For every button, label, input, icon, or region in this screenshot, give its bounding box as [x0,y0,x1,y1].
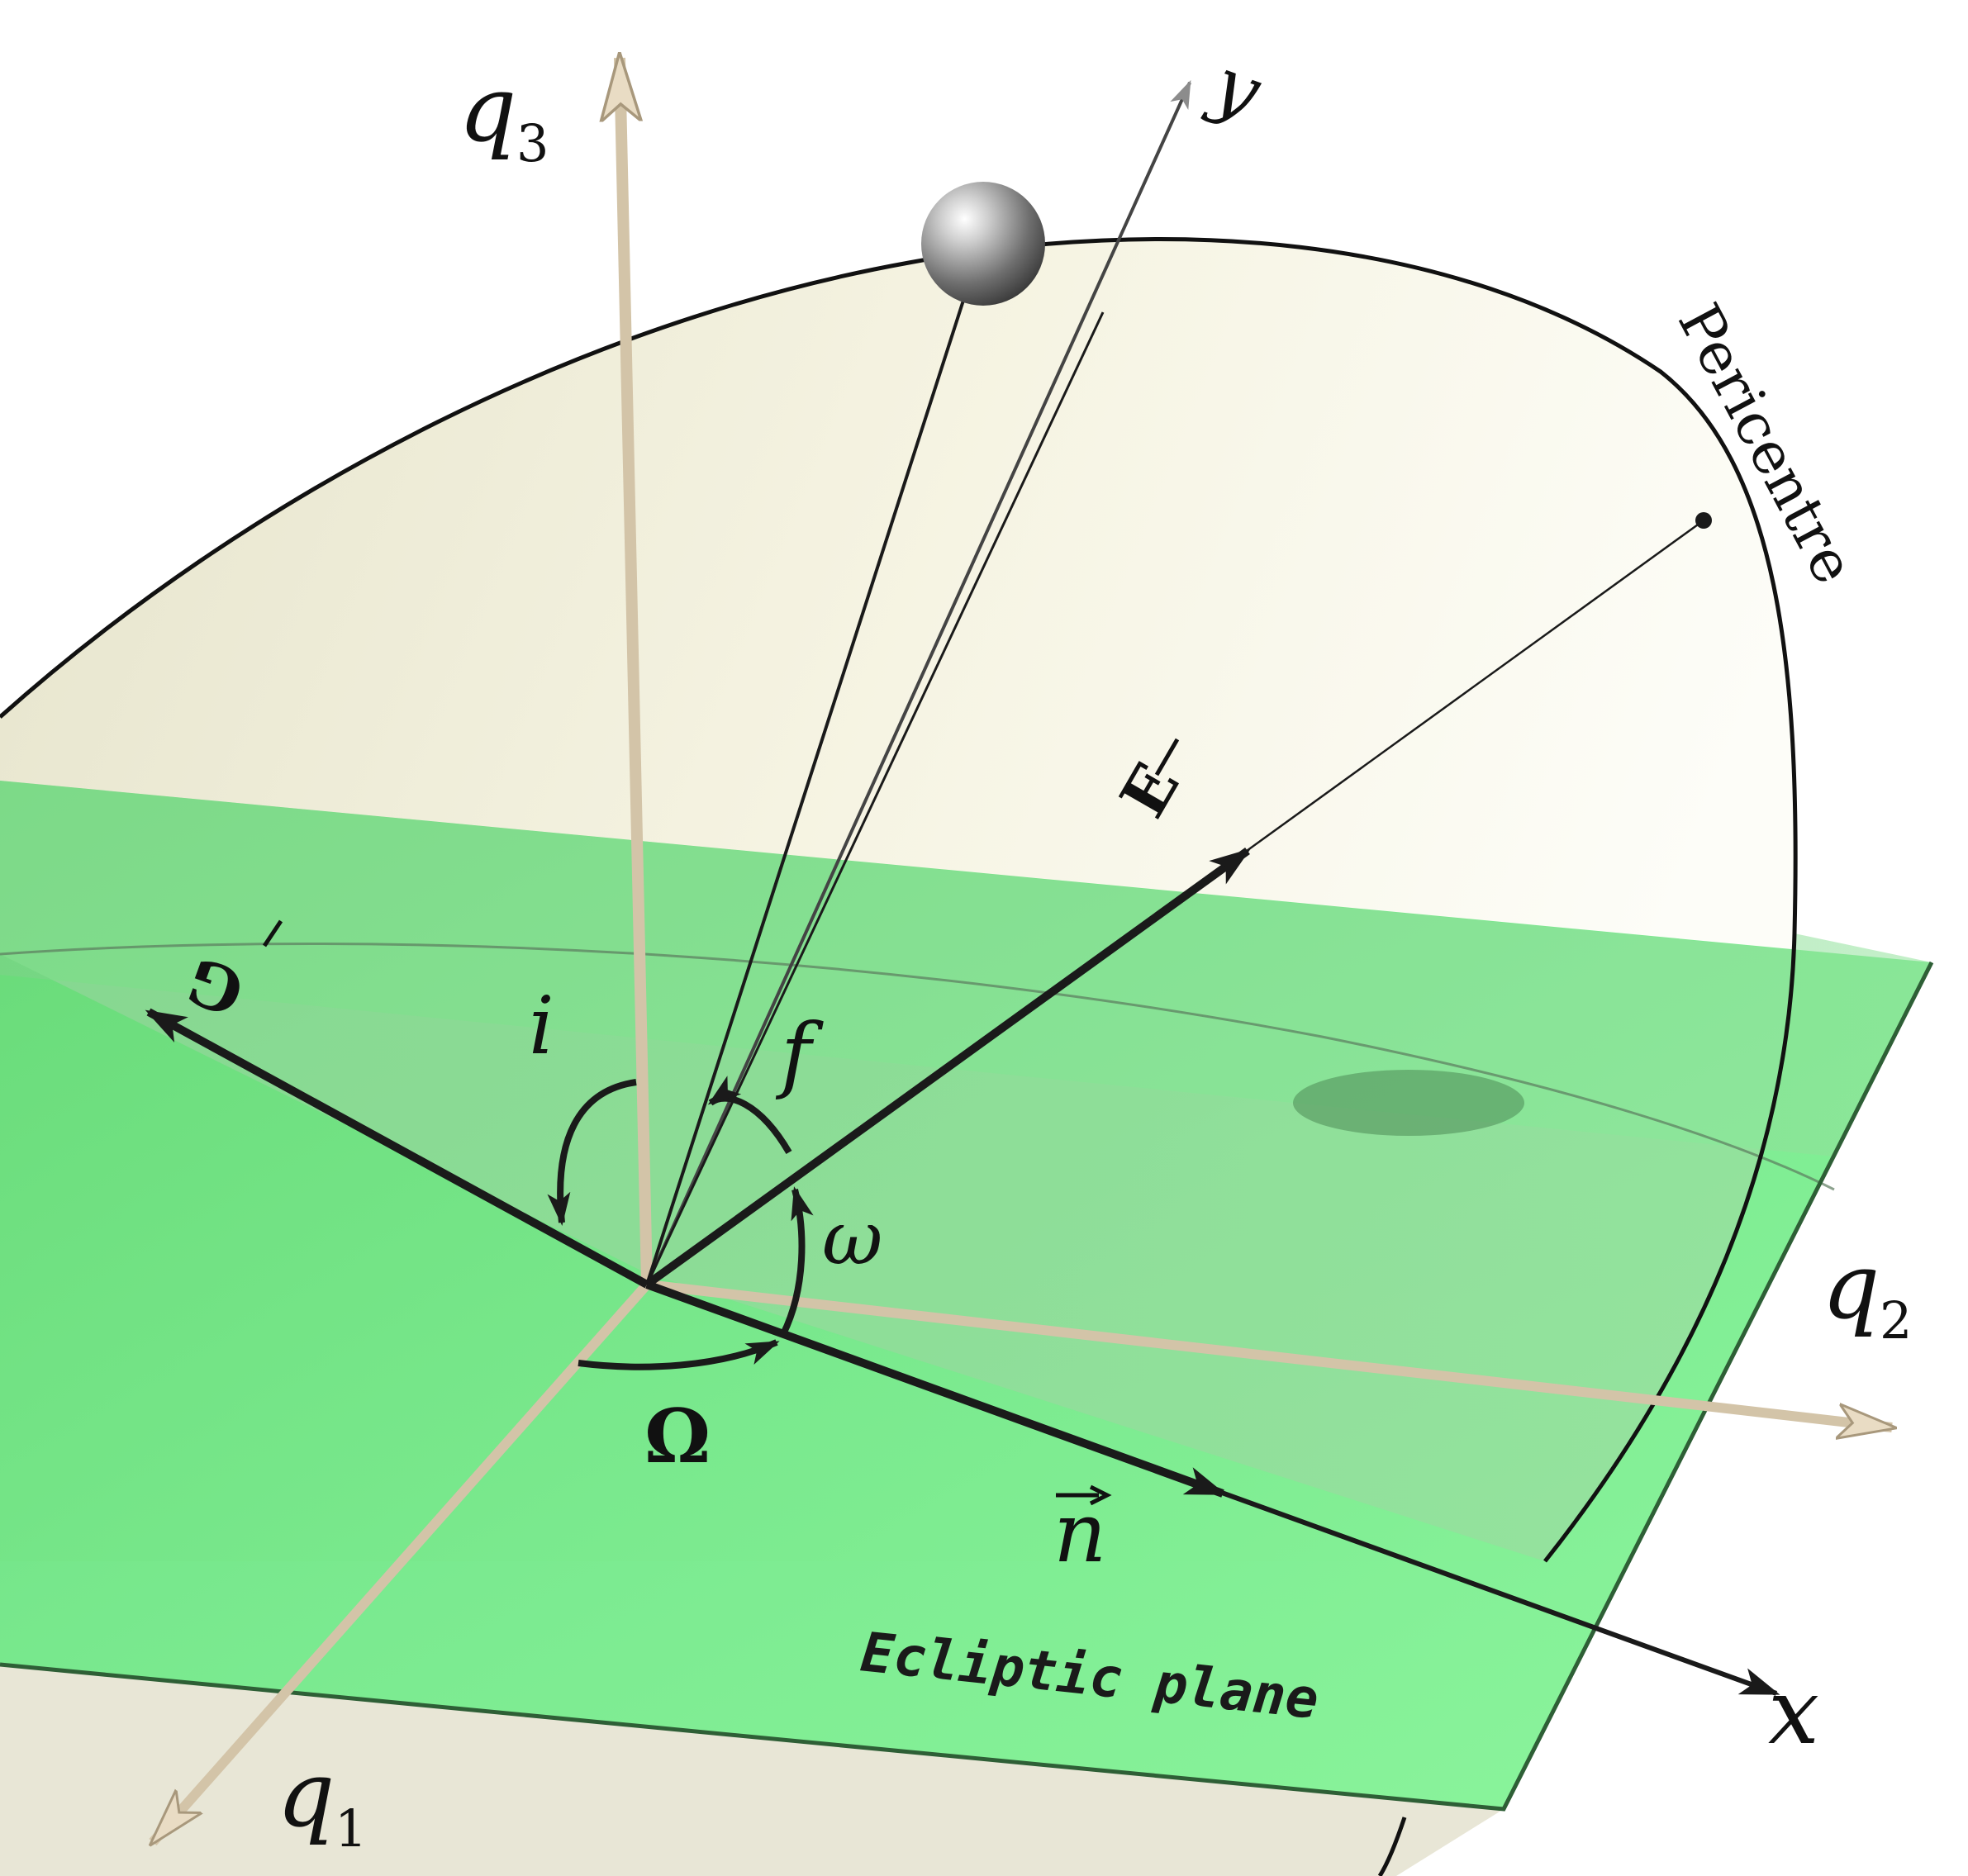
n-vector [645,1280,1227,1498]
orbit-plane-overlap [0,933,1932,1561]
svg-text:q: q [277,1741,335,1847]
label-n: n [1053,1484,1112,1581]
orbiting-body [921,182,1045,306]
Omega-angle-arc [578,1339,780,1370]
pericentre-dot [1695,512,1712,529]
orbit-path [0,237,1798,1563]
svg-text:q: q [1822,1233,1880,1339]
orbit-path-lower [1377,1817,1407,1876]
label-i: i [529,980,554,1072]
q1-axis [153,1281,651,1842]
q3-axis [620,58,653,1285]
ecliptic-plane-edge [0,961,1934,1812]
body-shadow [1293,1070,1524,1136]
radius-vector [645,284,970,1285]
true-anomaly-ray [645,311,1105,1285]
label-x: x [1768,1659,1819,1764]
label-q1: q 1 [277,1741,367,1859]
label-q2: q 2 [1822,1233,1912,1351]
G-vector [145,1008,649,1289]
f-angle-arc [707,1076,792,1155]
orbit-plane-curve [0,942,1835,1191]
i-angle-arc [547,1079,637,1226]
label-q3: q 3 [459,56,549,173]
label-omega: ω [822,1195,882,1282]
svg-text:1: 1 [335,1798,367,1859]
E-vector [644,847,1252,1289]
q2-axis [646,1280,1892,1427]
omega-angle-arc [780,1186,814,1336]
label-Omega: Ω [644,1393,711,1480]
lower-orbit-region [0,1665,1504,1876]
svg-text:2: 2 [1880,1290,1912,1351]
svg-text:q: q [459,56,516,162]
svg-text:3: 3 [516,113,549,173]
